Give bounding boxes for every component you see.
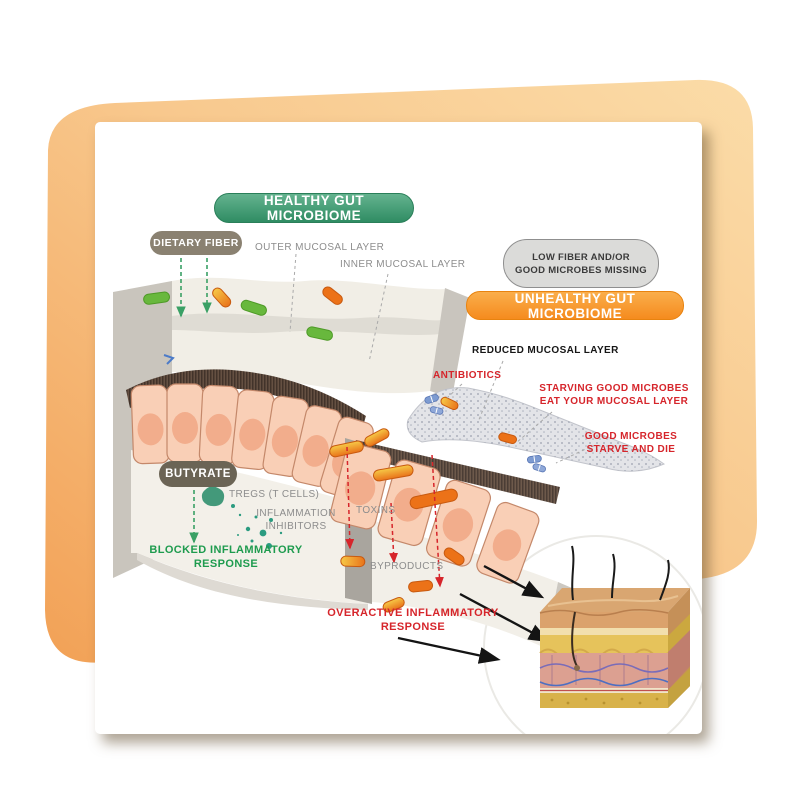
good-microbes-line1: GOOD MICROBES [584, 431, 678, 442]
outer-mucosal-label: OUTER MUCOSAL LAYER [255, 242, 385, 253]
good-bacteria-icons [143, 286, 343, 341]
healthy-gut-badge: HEALTHY GUT MICROBIOME [214, 193, 414, 223]
hair-icons [571, 545, 670, 601]
black-arrows [397, 564, 551, 664]
blocked-response-label: BLOCKED INFLAMMATORY RESPONSE [148, 543, 304, 571]
antibiotics-label: ANTIBIOTICS [433, 370, 502, 381]
overactive-line2: RESPONSE [380, 621, 446, 633]
fiber-arrows [176, 258, 212, 318]
toxins-label: TOXINS [356, 505, 396, 516]
hair-follicle [571, 611, 578, 667]
blocked-line2: RESPONSE [193, 558, 259, 570]
antibiotic-capsule-icons [424, 394, 546, 473]
butyrate-badge: BUTYRATE [159, 461, 237, 487]
inflammation-line1: INFLAMMATION [256, 508, 336, 519]
pointer-mark-icon [163, 354, 175, 365]
dietary-fiber-badge: DIETARY FIBER [150, 231, 242, 255]
low-fiber-line2: GOOD MICROBES MISSING [515, 264, 647, 276]
toxin-arrows [345, 446, 444, 588]
bad-bacteria-icons [329, 396, 517, 613]
low-fiber-badge: LOW FIBER AND/OR GOOD MICROBES MISSING [503, 239, 659, 288]
inner-mucosal-label: INNER MUCOSAL LAYER [340, 259, 466, 270]
tregs-label: TREGS (T CELLS) [229, 489, 320, 500]
good-microbes-die-label: GOOD MICROBES STARVE AND DIE [570, 431, 692, 456]
good-microbes-line2: STARVE AND DIE [586, 443, 676, 455]
starving-line2: EAT YOUR MUCOSAL LAYER [539, 395, 689, 407]
inflammation-line2: INHIBITORS [265, 521, 327, 532]
overactive-response-label: OVERACTIVE INFLAMMATORY RESPONSE [327, 606, 499, 634]
byproducts-label: BYPRODUCTS [370, 561, 444, 572]
low-fiber-line1: LOW FIBER AND/OR [532, 251, 630, 263]
overactive-line1: OVERACTIVE INFLAMMATORY [327, 607, 499, 619]
inflammation-inhibitors-label: INFLAMMATION INHIBITORS [253, 507, 339, 533]
reduced-mucosal-label: REDUCED MUCOSAL LAYER [472, 345, 619, 356]
tregs-blob-icon [201, 486, 225, 507]
unhealthy-gut-badge: UNHEALTHY GUT MICROBIOME [466, 291, 684, 321]
healthy-gut-block [113, 277, 470, 610]
skin-cross-section [539, 545, 690, 708]
label-leader-lines [289, 253, 591, 464]
starving-line1: STARVING GOOD MICROBES [539, 383, 689, 394]
reduced-mucus-layer [406, 387, 665, 472]
unhealthy-gut-block [329, 387, 665, 652]
blocked-line1: BLOCKED INFLAMMATORY [149, 544, 303, 556]
starving-microbes-label: STARVING GOOD MICROBES EAT YOUR MUCOSAL … [534, 383, 694, 408]
inhibitor-dots [231, 504, 283, 549]
